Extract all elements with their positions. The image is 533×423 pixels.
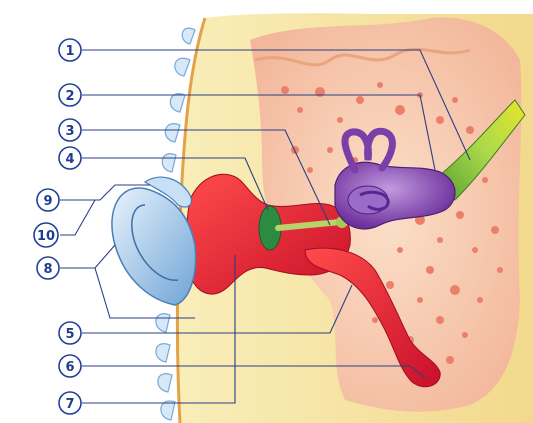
callout-4-label: 4 (65, 152, 74, 167)
callout-4: 4 (59, 147, 81, 169)
callout-2-label: 2 (65, 89, 74, 104)
callout-1-label: 1 (65, 44, 74, 59)
callout-6-label: 6 (65, 360, 74, 375)
callout-9: 9 (37, 189, 59, 211)
callout-5: 5 (59, 322, 81, 344)
callout-5-label: 5 (65, 327, 74, 342)
callout-2: 2 (59, 84, 81, 106)
callout-3-label: 3 (65, 124, 74, 139)
callout-10: 10 (34, 223, 58, 247)
callout-3: 3 (59, 119, 81, 141)
callout-1: 1 (59, 39, 81, 61)
callout-7-label: 7 (65, 397, 74, 412)
callout-8-label: 8 (43, 262, 52, 277)
callout-10-label: 10 (37, 229, 55, 244)
callout-7: 7 (59, 392, 81, 414)
callout-8: 8 (37, 257, 59, 279)
callout-6: 6 (59, 355, 81, 377)
callout-9-label: 9 (43, 194, 52, 209)
